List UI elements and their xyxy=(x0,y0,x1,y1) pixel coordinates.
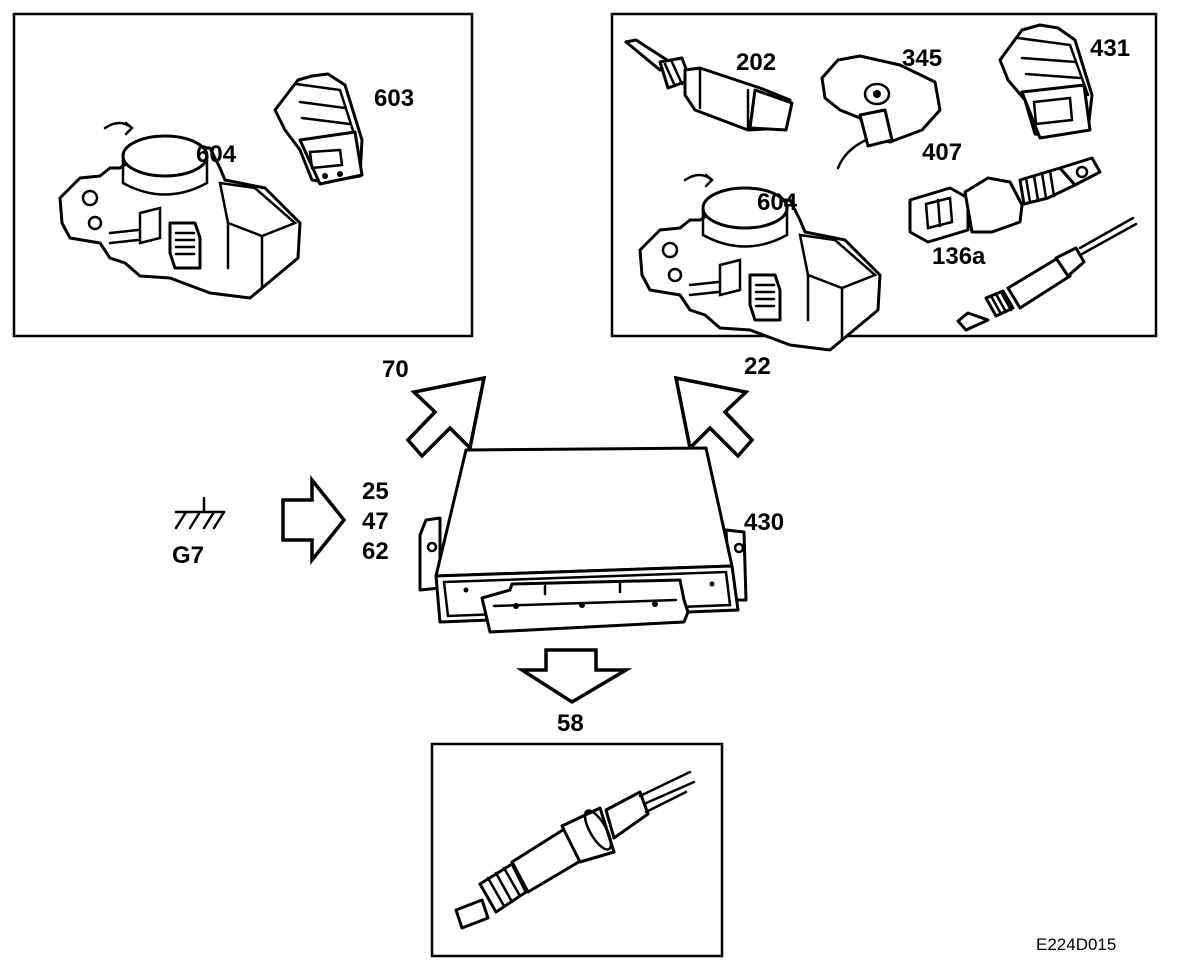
lambda-sensor-illustration-large xyxy=(454,770,696,930)
label-58: 58 xyxy=(557,710,584,737)
label-345: 345 xyxy=(902,45,942,72)
label-604-right: 604 xyxy=(757,189,798,216)
label-603: 603 xyxy=(374,85,414,112)
label-430: 430 xyxy=(744,509,784,536)
arrow-right-input xyxy=(281,475,347,565)
arrow-up-right xyxy=(673,375,755,459)
knock-sensor-illustration xyxy=(908,156,1102,244)
arrow-down-output xyxy=(516,648,633,705)
label-22: 22 xyxy=(744,353,771,380)
temperature-sensor-illustration xyxy=(624,38,794,132)
label-input-47: 47 xyxy=(362,508,389,535)
label-input-62: 62 xyxy=(362,538,389,565)
label-431: 431 xyxy=(1090,35,1130,62)
ecu-control-module xyxy=(418,446,748,634)
cam-sensor-illustration xyxy=(820,54,942,170)
label-202: 202 xyxy=(736,49,776,76)
pressure-sensor-illustration xyxy=(998,23,1094,140)
ground-symbol xyxy=(174,496,226,530)
map-sensor-illustration xyxy=(273,72,364,186)
drawing-reference-code: E224D015 xyxy=(1036,935,1116,954)
label-G7: G7 xyxy=(172,542,204,569)
label-136a: 136a xyxy=(932,243,986,270)
label-407: 407 xyxy=(922,139,962,166)
label-input-25: 25 xyxy=(362,478,389,505)
arrow-up-left xyxy=(405,375,487,459)
label-70: 70 xyxy=(382,356,409,383)
label-604-left: 604 xyxy=(196,141,237,168)
